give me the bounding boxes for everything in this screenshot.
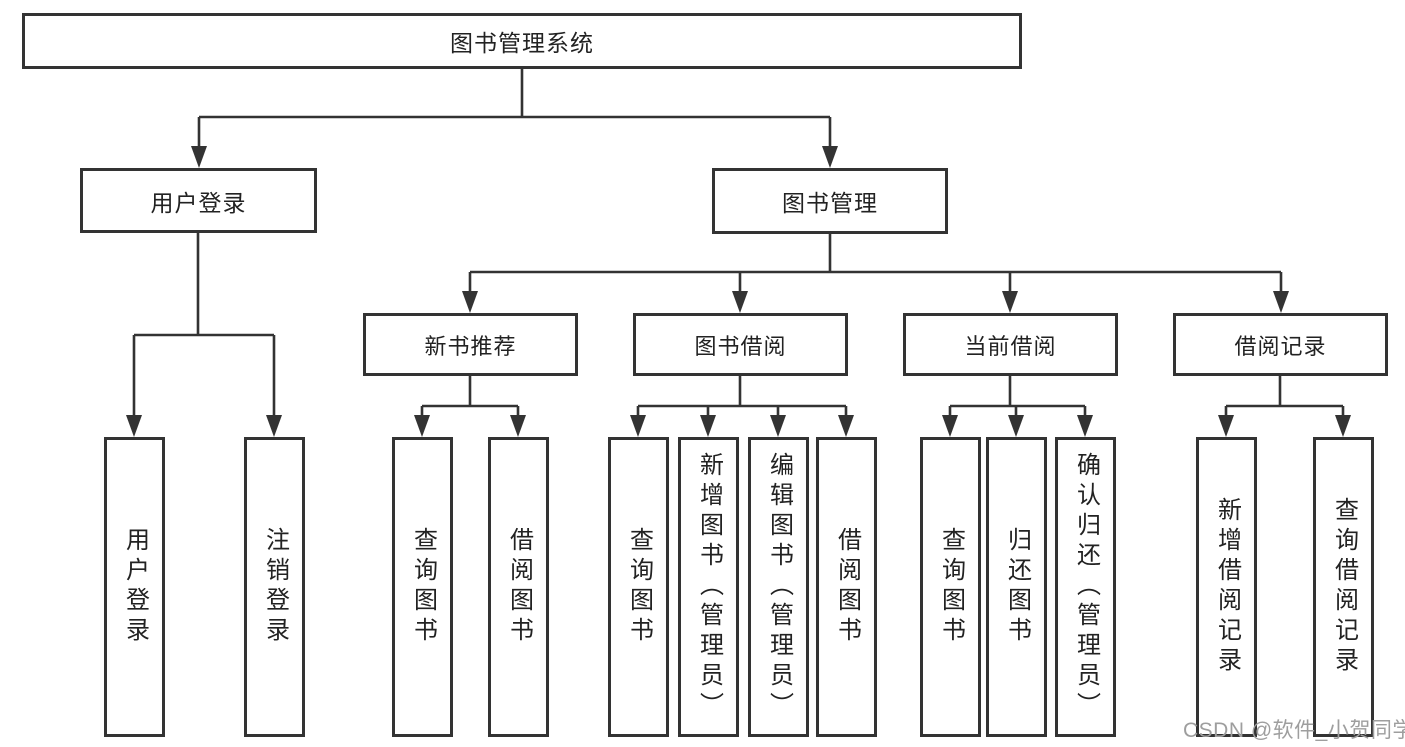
node-book-borrowing: 图书借阅 xyxy=(633,313,848,376)
node-current-borrowing: 当前借阅 xyxy=(903,313,1118,376)
leaf-return-books: 归还图书 xyxy=(986,437,1047,737)
leaf-logout: 注销登录 xyxy=(244,437,305,737)
leaf-query-books-borrow: 查询图书 xyxy=(608,437,669,737)
leaf-query-borrow-record: 查询借阅记录 xyxy=(1313,437,1374,737)
arrowhead-icons xyxy=(126,146,1351,437)
node-library-management-system: 图书管理系统 xyxy=(22,13,1022,69)
leaf-borrow-books: 借阅图书 xyxy=(816,437,877,737)
leaf-confirm-return-admin: 确认归还（管理员） xyxy=(1055,437,1116,737)
leaf-borrow-books-recommend: 借阅图书 xyxy=(488,437,549,737)
node-user-login: 用户登录 xyxy=(80,168,317,233)
leaf-edit-books-admin: 编辑图书（管理员） xyxy=(748,437,809,737)
leaf-add-borrow-record: 新增借阅记录 xyxy=(1196,437,1257,737)
node-new-book-recommend: 新书推荐 xyxy=(363,313,578,376)
leaf-query-books-current: 查询图书 xyxy=(920,437,981,737)
leaf-add-books-admin: 新增图书（管理员） xyxy=(678,437,739,737)
node-borrowing-records: 借阅记录 xyxy=(1173,313,1388,376)
leaf-user-login: 用户登录 xyxy=(104,437,165,737)
leaf-query-books-recommend: 查询图书 xyxy=(392,437,453,737)
csdn-watermark: CSDN @软件_小贺同学 xyxy=(1183,719,1405,742)
node-book-management: 图书管理 xyxy=(712,168,948,234)
